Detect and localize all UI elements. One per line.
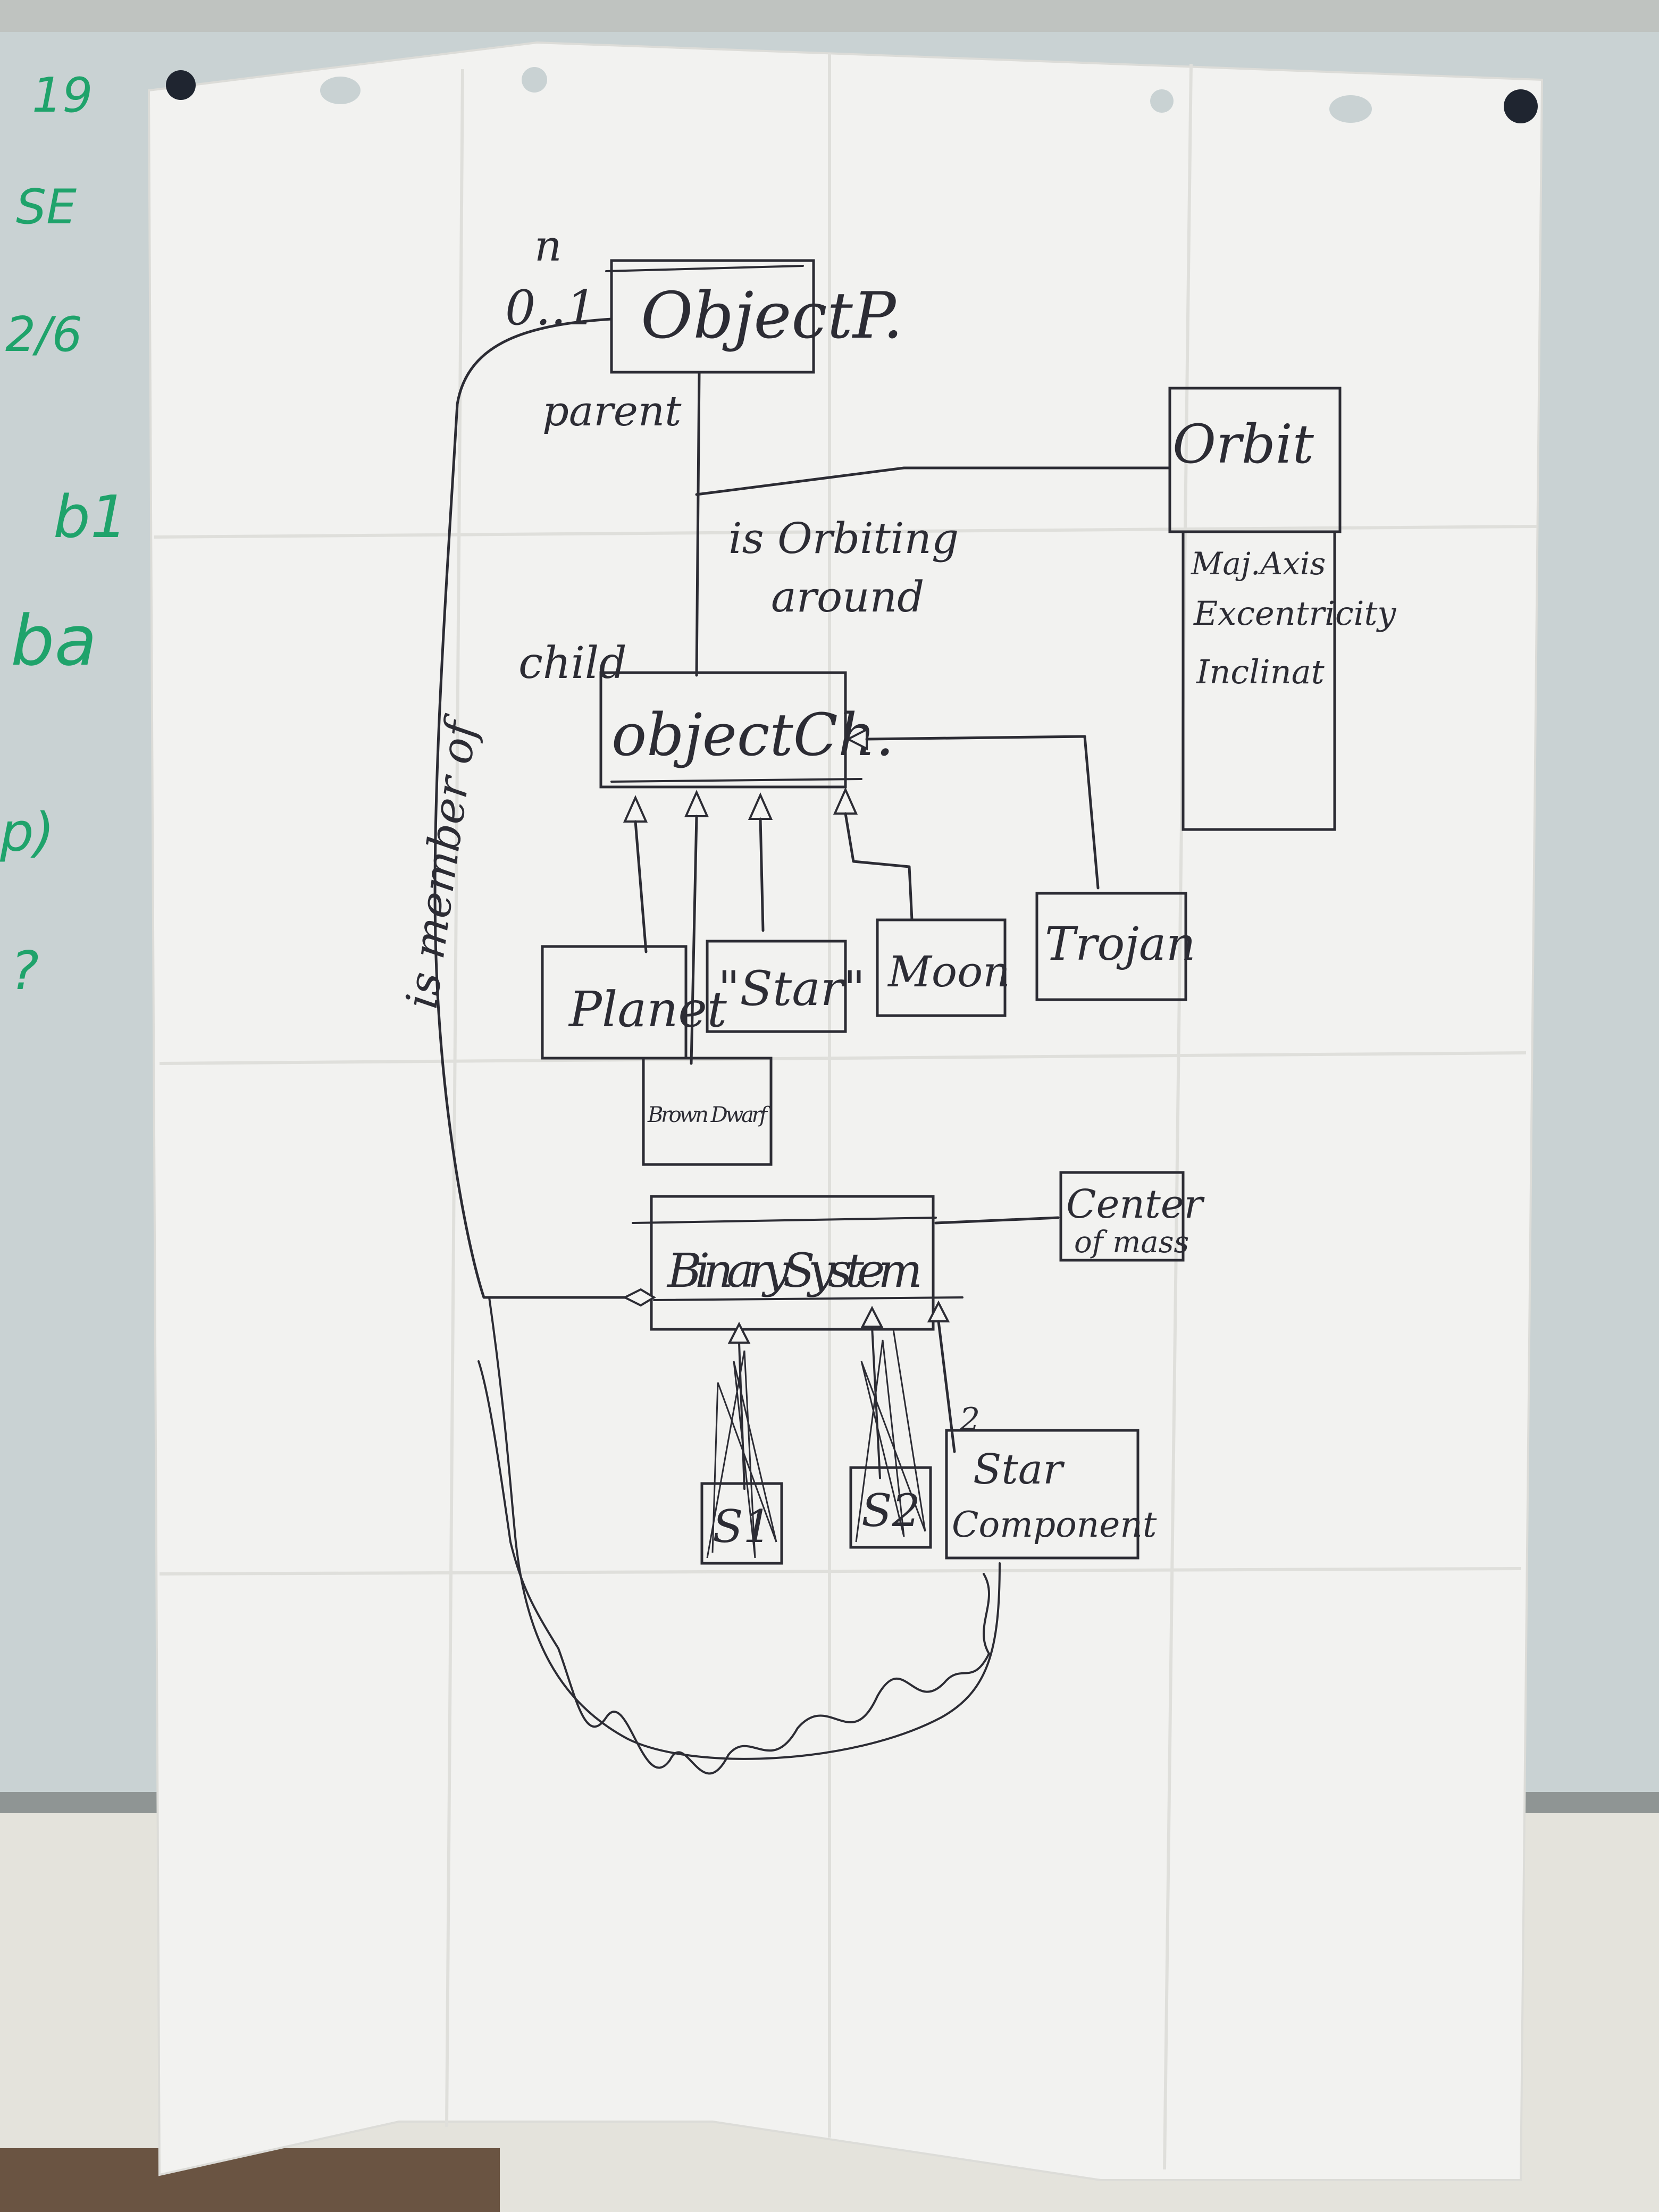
class-object-parent-name: ObjectP.	[641, 279, 903, 353]
multiplicity-upper: n	[534, 221, 562, 271]
class-trojan: Trojan	[1035, 892, 1196, 1001]
whiteboard-tray	[0, 0, 1659, 32]
wb-fragment-7: ?	[11, 940, 39, 1002]
class-brown-dwarf: Brown Dwarf	[642, 1057, 773, 1166]
wb-fragment-3: 2/6	[5, 307, 82, 363]
uml-diagram: ObjectP. n 0..1 parent Orbit Maj.Axis Ex…	[397, 221, 1396, 1775]
class-s2-name: S2	[861, 1485, 920, 1537]
wavy-scribble	[477, 1360, 990, 1775]
wb-fragment-4: b1	[53, 483, 128, 551]
class-object-child-name: objectCh.	[611, 701, 894, 769]
paper-folds	[154, 53, 1537, 2170]
class-orbit: Orbit Maj.Axis Excentricity Inclinat	[1168, 387, 1396, 831]
class-s2: S2	[849, 1329, 932, 1549]
class-object-parent: ObjectP.	[605, 259, 903, 374]
role-child: child	[518, 638, 627, 689]
class-star-component-line2: Component	[952, 1504, 1157, 1545]
class-binary-system-name: BinarySystem	[666, 1243, 923, 1298]
class-moon: Moon	[876, 918, 1010, 1017]
wb-fragment-6: p)	[0, 801, 55, 864]
class-center-of-mass-line1: Center	[1066, 1182, 1205, 1227]
wb-fragment-5: ba	[11, 600, 97, 681]
class-star: "Star"	[706, 940, 865, 1033]
class-star-component: Star Component	[945, 1429, 1157, 1560]
role-parent: parent	[542, 388, 682, 435]
component-loop	[488, 1296, 1001, 1760]
class-binary-system: BinarySystem	[632, 1195, 963, 1331]
orbit-attr-excentricity: Excentricity	[1193, 594, 1396, 633]
class-object-child: objectCh.	[599, 671, 894, 789]
association-orbiting-line1: is Orbiting	[728, 514, 959, 563]
class-brown-dwarf-name: Brown Dwarf	[647, 1103, 770, 1127]
class-trojan-name: Trojan	[1045, 918, 1196, 971]
orbit-attr-inclination: Inclinat	[1196, 652, 1325, 691]
association-orbiting-line2: around	[771, 572, 924, 622]
wb-fragment-1: 19	[32, 68, 93, 123]
class-center-of-mass: Center of mass	[1059, 1171, 1205, 1262]
paper-sheet	[147, 41, 1544, 2181]
class-s1: S1	[700, 1350, 783, 1565]
wb-fragment-2: SE	[16, 179, 77, 235]
member-of-association	[433, 317, 626, 1299]
class-moon-name: Moon	[887, 947, 1010, 996]
generalization-to-object-child	[623, 727, 1100, 1065]
class-star-name: "Star"	[718, 961, 865, 1017]
generalization-to-binary-system: 2	[727, 1300, 980, 1490]
class-planet: Planet	[541, 945, 727, 1060]
class-star-component-line1: Star	[973, 1446, 1065, 1494]
desk-box	[0, 2148, 500, 2212]
orbit-attr-major-axis: Maj.Axis	[1191, 546, 1326, 582]
class-planet-name: Planet	[568, 981, 727, 1038]
class-center-of-mass-line2: of mass	[1074, 1225, 1189, 1260]
class-s1-name: S1	[713, 1501, 772, 1553]
paper-pins	[166, 67, 1538, 123]
class-orbit-name: Orbit	[1172, 413, 1314, 475]
component-multiplicity: 2	[959, 1401, 980, 1438]
whiteboard-writing: 19 SE 2/6 b1 ba p) ?	[0, 68, 128, 1002]
